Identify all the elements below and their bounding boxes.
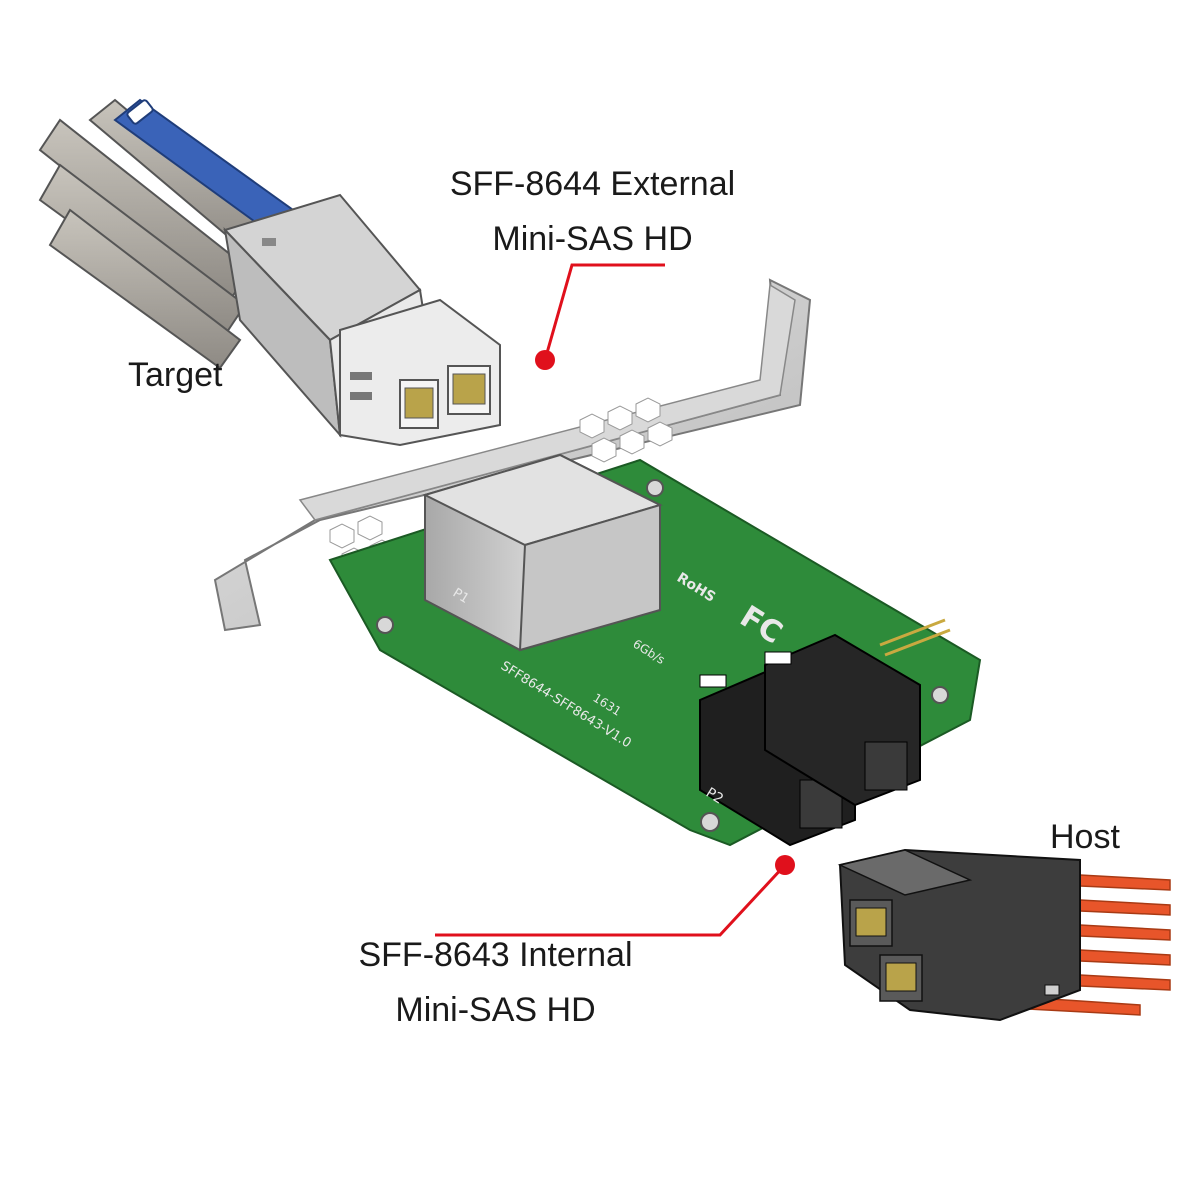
- internal-connector-label-line1: SFF-8643 Internal: [358, 936, 633, 974]
- mount-hole: [931, 686, 949, 704]
- adapter-board: P1 P2 RoHS FC 6Gb/s SFF8644-SFF8643-V1.0…: [328, 453, 982, 847]
- callout-external: [535, 263, 665, 370]
- external-connector-label-line2: Mini-SAS HD: [492, 220, 693, 258]
- mount-hole: [646, 479, 664, 497]
- mount-hole: [376, 616, 394, 634]
- mount-hole: [700, 812, 720, 832]
- board-label-p1: P1: [450, 586, 472, 607]
- target-cable: [38, 98, 501, 447]
- cable-bundle: [38, 98, 272, 370]
- connector-ports: [339, 298, 501, 447]
- external-connector-label-line1: SFF-8644 External: [449, 165, 736, 203]
- callout-dot: [535, 350, 555, 370]
- vent-holes-right: [579, 397, 673, 463]
- internal-connector-label-line2: Mini-SAS HD: [395, 991, 596, 1029]
- host-cable: [837, 848, 1171, 1022]
- host-label: Host: [1050, 818, 1120, 856]
- callout-dot: [775, 855, 795, 875]
- target-label: Target: [128, 356, 223, 394]
- sff8643-port-right: [764, 633, 921, 807]
- host-connector: [837, 848, 1081, 1022]
- gold-fingers: [879, 618, 951, 657]
- callout-internal: [435, 855, 795, 937]
- sff8644-port: [422, 453, 663, 652]
- board-label-p2: P2: [703, 785, 726, 808]
